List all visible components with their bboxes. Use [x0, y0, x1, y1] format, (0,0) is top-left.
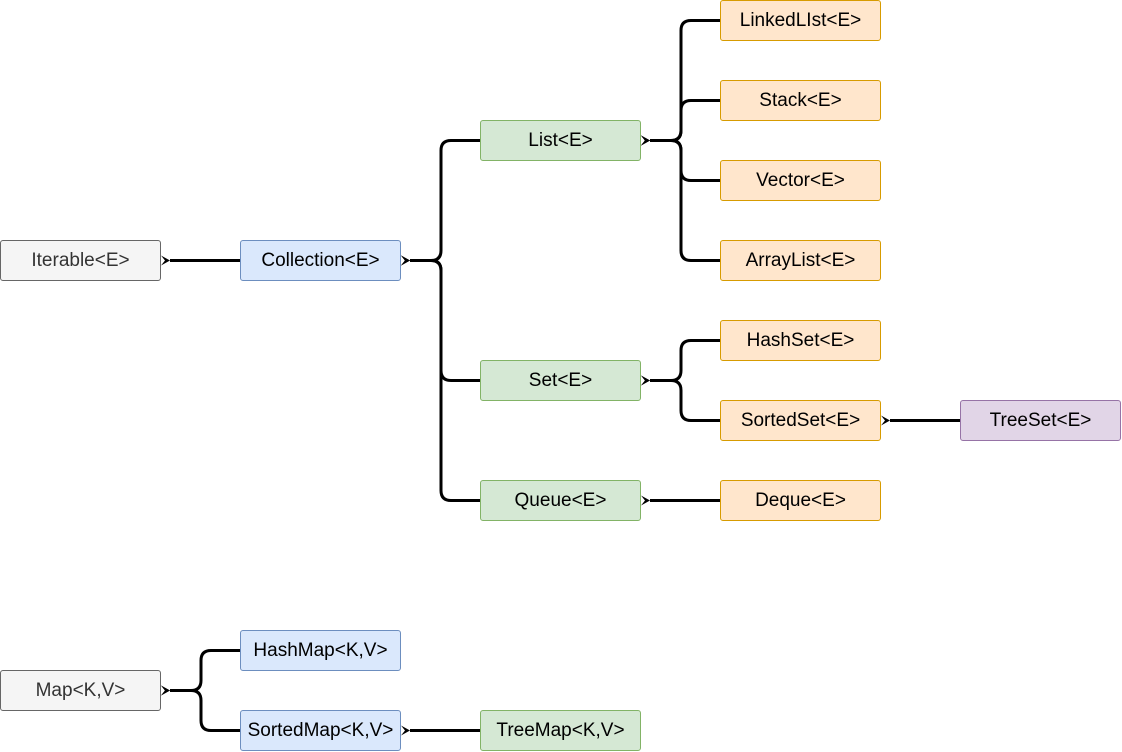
edge-sortedmap-to-map: [161, 685, 240, 732]
edge-linkedlist-to-list: [641, 19, 720, 146]
edge-stack-to-list: [641, 99, 720, 146]
node-treeset: TreeSet<E>: [960, 400, 1121, 441]
edge-queue-to-collection: [401, 255, 480, 502]
node-vector: Vector<E>: [720, 160, 881, 201]
node-map: Map<K,V>: [0, 670, 161, 711]
node-list: List<E>: [480, 120, 641, 161]
node-arraylist: ArrayList<E>: [720, 240, 881, 281]
node-stack: Stack<E>: [720, 80, 881, 121]
edge-vector-to-list: [641, 135, 720, 182]
edge-sortedset-to-set: [641, 375, 720, 422]
node-iterable: Iterable<E>: [0, 240, 161, 281]
node-deque: Deque<E>: [720, 480, 881, 521]
node-hashmap: HashMap<K,V>: [240, 630, 401, 671]
node-sortedset: SortedSet<E>: [720, 400, 881, 441]
edge-arraylist-to-list: [641, 135, 720, 262]
node-linkedlist: LinkedLIst<E>: [720, 0, 881, 41]
node-set: Set<E>: [480, 360, 641, 401]
edge-list-to-collection: [401, 139, 480, 266]
edge-set-to-collection: [401, 255, 480, 382]
edge-hashset-to-set: [641, 339, 720, 386]
node-hashset: HashSet<E>: [720, 320, 881, 361]
node-queue: Queue<E>: [480, 480, 641, 521]
node-sortedmap: SortedMap<K,V>: [240, 710, 401, 751]
node-collection: Collection<E>: [240, 240, 401, 281]
node-treemap: TreeMap<K,V>: [480, 710, 641, 751]
edge-hashmap-to-map: [161, 649, 240, 696]
